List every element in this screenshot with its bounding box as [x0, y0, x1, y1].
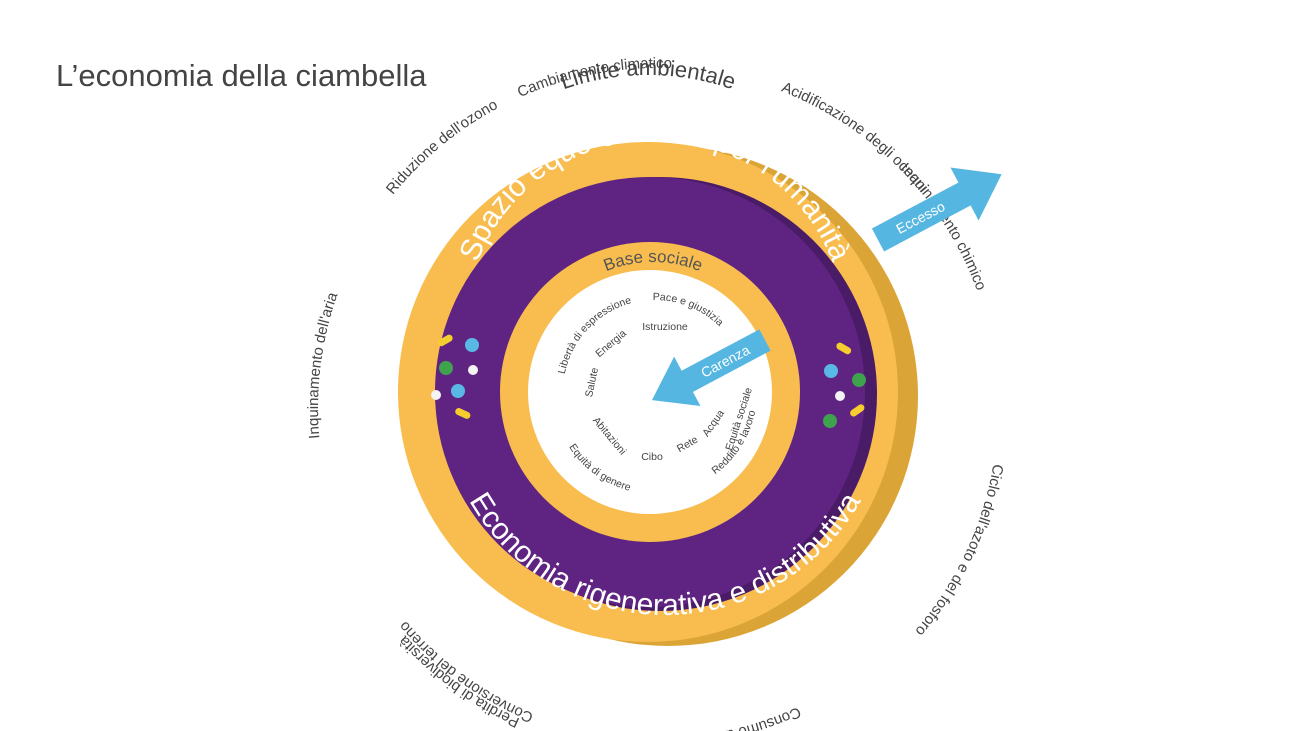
inner-center — [528, 270, 772, 514]
eco-label: Inquinamento dell'aria — [305, 290, 342, 440]
social-label: Istruzione — [642, 321, 688, 333]
decorative-dots-left — [431, 334, 479, 419]
eco-label: Ciclo dell'azoto e del fosforo — [912, 463, 1007, 640]
social-label: Cibo — [641, 451, 663, 463]
page-title: L’economia della ciambella — [56, 58, 427, 93]
excess-arrow: Eccesso — [871, 167, 1002, 252]
decorative-dots-right — [823, 342, 866, 428]
eco-label: Perdita di biodiversità — [395, 632, 522, 731]
eco-label: Conversione del terreno — [396, 618, 536, 726]
eco-label: Riduzione dell'ozono — [383, 96, 501, 197]
eco-label: Consumo di acqua dolce — [637, 703, 803, 731]
